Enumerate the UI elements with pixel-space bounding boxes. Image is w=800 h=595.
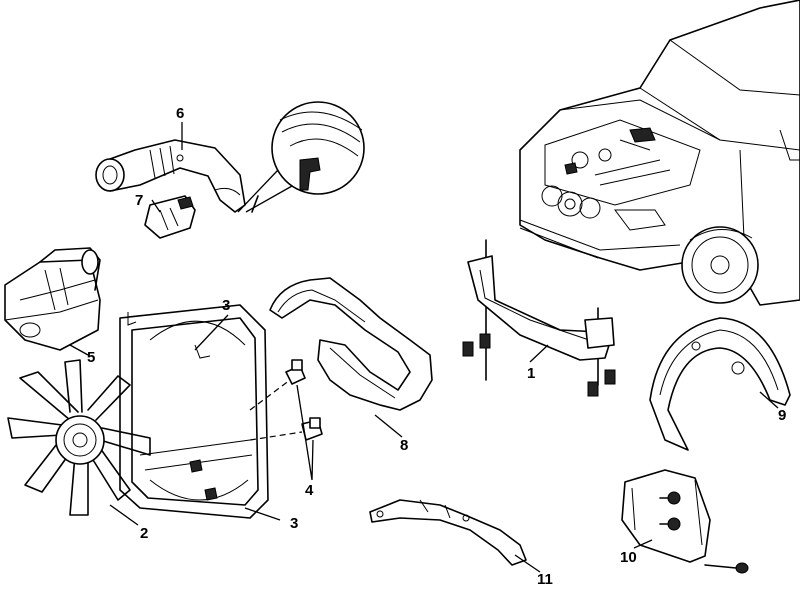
callout-10: 10 [620,549,637,566]
wheel-arch-liner-illustration [649,317,791,451]
callout-7: 7 [135,192,143,209]
fan-illustration [7,359,151,516]
clip-illustration [144,195,196,239]
callout-1: 1 [527,365,535,382]
bracket-illustration [462,239,616,397]
fan-shroud-illustration [119,304,269,519]
drive-belt-illustration [269,277,433,411]
vehicle-illustration [519,0,800,306]
callout-11: 11 [537,571,553,588]
mount-bushings-illustration [249,359,323,441]
callout-9: 9 [778,407,786,424]
support-strut-illustration [369,499,527,566]
callout-3-top: 3 [222,297,230,314]
callout-8: 8 [400,437,408,454]
callout-4: 4 [305,482,314,499]
intake-hose-illustration [95,101,365,213]
leader-lines [69,122,779,573]
air-filter-housing-illustration [4,247,101,351]
callout-6: 6 [176,105,184,122]
splash-guard-illustration [621,469,749,574]
callout-5: 5 [87,349,95,366]
callout-2: 2 [140,525,148,542]
callout-3-bottom: 3 [290,515,298,532]
